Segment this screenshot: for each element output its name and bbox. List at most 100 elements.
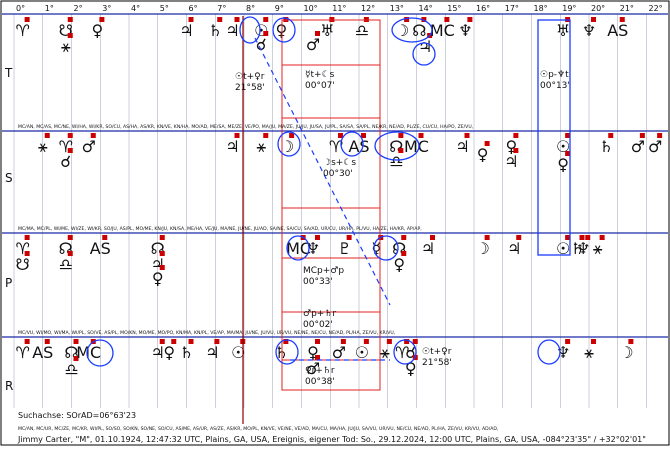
planet-glyph: ♂ — [306, 35, 320, 54]
planet-glyph: AS — [32, 343, 53, 362]
midpoint-strips: MC/AN, MC/AS, MC/NE, WI/HA, WI/KR, SO/CU… — [18, 124, 474, 336]
planet-glyph: ☽ — [280, 137, 294, 156]
planet-glyph: MC — [430, 21, 455, 40]
row-label: T — [4, 66, 13, 80]
degree-label: 8° — [246, 4, 255, 13]
planet-glyph: ☌ — [256, 35, 267, 54]
position-marker — [579, 235, 585, 240]
position-marker — [171, 339, 177, 344]
planet-glyph: ♃ — [455, 137, 469, 156]
position-marker — [430, 235, 435, 240]
position-marker — [67, 235, 73, 240]
planet-glyph: ♀ — [152, 269, 164, 288]
position-marker — [404, 17, 410, 22]
position-marker — [90, 133, 96, 138]
planet-glyph: ☋ — [16, 255, 30, 274]
annotation-s-mid: ☽s+☾s — [323, 158, 356, 168]
position-marker — [467, 17, 473, 22]
annotation-r-box-value: 00°38' — [305, 377, 335, 387]
position-marker — [657, 133, 663, 138]
position-marker — [99, 17, 105, 22]
midpoint-strip-s: MC/MA, MC/PL, WI/ME, WI/ZE, WI/KR, SO/JU… — [18, 226, 422, 232]
position-marker — [398, 148, 404, 153]
planet-glyph: ♎ — [389, 152, 403, 171]
planet-glyph: AS — [607, 21, 628, 40]
planet-glyph: ♄ — [208, 21, 222, 40]
degree-label: 3° — [102, 4, 111, 13]
position-marker — [363, 339, 369, 344]
planet-glyph: ☌ — [405, 343, 416, 362]
position-marker — [159, 251, 165, 256]
degree-label: 1° — [45, 4, 54, 13]
planet-glyph: ♄ — [599, 137, 613, 156]
planet-glyph: ♆ — [576, 239, 590, 258]
planet-glyph: ⚹ — [61, 37, 71, 56]
planet-glyph: ⚹ — [584, 343, 594, 362]
highlight-circle — [537, 339, 561, 365]
aspect-annotations: ☉t+♀r 21°58' ☿t+☾s 00°07' ☉p-♆t 00°13' ☽… — [235, 70, 570, 387]
position-marker — [67, 17, 73, 22]
highlight-box — [537, 19, 571, 256]
position-marker — [214, 339, 220, 344]
highlight-circle — [391, 17, 433, 43]
degree-label: 9° — [275, 4, 284, 13]
planet-glyph: ♎ — [64, 360, 78, 379]
degree-label: 0° — [16, 4, 25, 13]
position-marker — [102, 235, 108, 240]
position-marker — [24, 17, 30, 22]
position-marker — [599, 235, 605, 240]
annotation-t-left: ☉t+♀r — [235, 72, 265, 82]
position-marker — [315, 235, 320, 240]
planet-glyph: ♀ — [506, 137, 518, 156]
position-marker — [159, 265, 165, 270]
planet-glyph: ☽ — [475, 239, 489, 258]
position-marker — [67, 251, 73, 256]
planet-glyph: ☿ — [371, 239, 381, 258]
red-frame — [281, 19, 381, 391]
planet-glyph: ♂ — [648, 137, 662, 156]
highlight-circle — [373, 235, 399, 261]
planet-glyph: ♄ — [570, 239, 584, 258]
position-marker — [565, 133, 571, 138]
planet-glyph: ♃ — [507, 239, 521, 258]
position-marker — [464, 133, 470, 138]
planet-glyph: ♎ — [355, 21, 369, 40]
chart-info-line: Jimmy Carter, "M", 01.10.1924, 12:47:32 … — [17, 435, 646, 444]
degree-label: 16° — [476, 4, 490, 13]
position-marker — [289, 133, 295, 138]
position-marker — [44, 339, 50, 344]
planet-glyph: ♃ — [151, 343, 165, 362]
degree-label: 7° — [217, 4, 226, 13]
position-marker — [591, 17, 596, 22]
position-marker — [401, 235, 407, 240]
planet-glyph: ♃ — [421, 239, 435, 258]
position-marker — [67, 148, 73, 153]
position-marker — [263, 133, 269, 138]
footer: Suchachse: SOrAD=06°63'23 MC/AN, MC/UR, … — [17, 411, 646, 444]
glyph-marks: ♈☋⚹♀♃♄♃☉☌♀♂♅♎☽☊♃MC♆♅♆AS⚹♈♂☌♃⚹☽♈AS☊MC♎♃♀♀… — [15, 17, 662, 379]
midpoint-strip-p: MC/VU, WI/MO, WI/MA, WI/PL, SO/VE, AS/PL… — [18, 330, 396, 336]
planet-glyph: ☌ — [60, 152, 71, 171]
planet-glyph: ♃ — [504, 152, 518, 171]
annotation-r-box: ♀r+♄r — [305, 366, 335, 376]
highlight-circle — [86, 339, 114, 367]
annotation-r-right-value: 21°58' — [422, 358, 452, 368]
aspect-dashed-line — [254, 37, 391, 306]
planet-glyph: MC — [286, 239, 311, 258]
planet-glyph: ♎ — [59, 255, 73, 274]
planet-glyph: MC — [404, 137, 429, 156]
position-marker — [628, 339, 634, 344]
planet-glyph: ♀ — [557, 155, 569, 174]
planet-glyph: ♃ — [205, 343, 219, 362]
position-marker — [361, 133, 366, 138]
highlight-circle — [374, 131, 420, 161]
planet-glyph: ♂ — [332, 343, 346, 362]
planet-glyph: ♈ — [329, 137, 343, 156]
planet-glyph: ☉ — [355, 343, 369, 362]
position-marker — [340, 339, 346, 344]
midpoint-strip-t: MC/AN, MC/AS, MC/NE, WI/HA, WI/KR, SO/CU… — [18, 124, 474, 130]
position-marker — [608, 133, 614, 138]
planet-glyph: ⚹ — [380, 343, 390, 362]
position-marker — [234, 133, 240, 138]
highlight-circle — [340, 131, 364, 157]
